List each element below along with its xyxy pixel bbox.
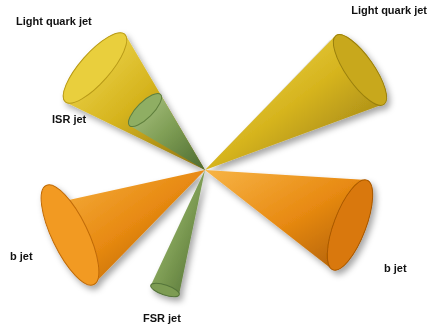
b-jet-cone bbox=[205, 170, 382, 276]
jet-label: Light quark jet bbox=[16, 15, 92, 28]
fsr-cone bbox=[149, 170, 205, 299]
jet-label: b jet bbox=[10, 250, 33, 263]
jet-label: Light quark jet bbox=[351, 4, 427, 17]
light-quark-cone bbox=[54, 24, 205, 170]
jet-label: b jet bbox=[384, 262, 407, 275]
jet-label: FSR jet bbox=[143, 312, 181, 325]
isr-cone bbox=[124, 89, 205, 170]
jet-label: ISR jet bbox=[52, 113, 86, 126]
light-quark-cone bbox=[205, 28, 396, 170]
